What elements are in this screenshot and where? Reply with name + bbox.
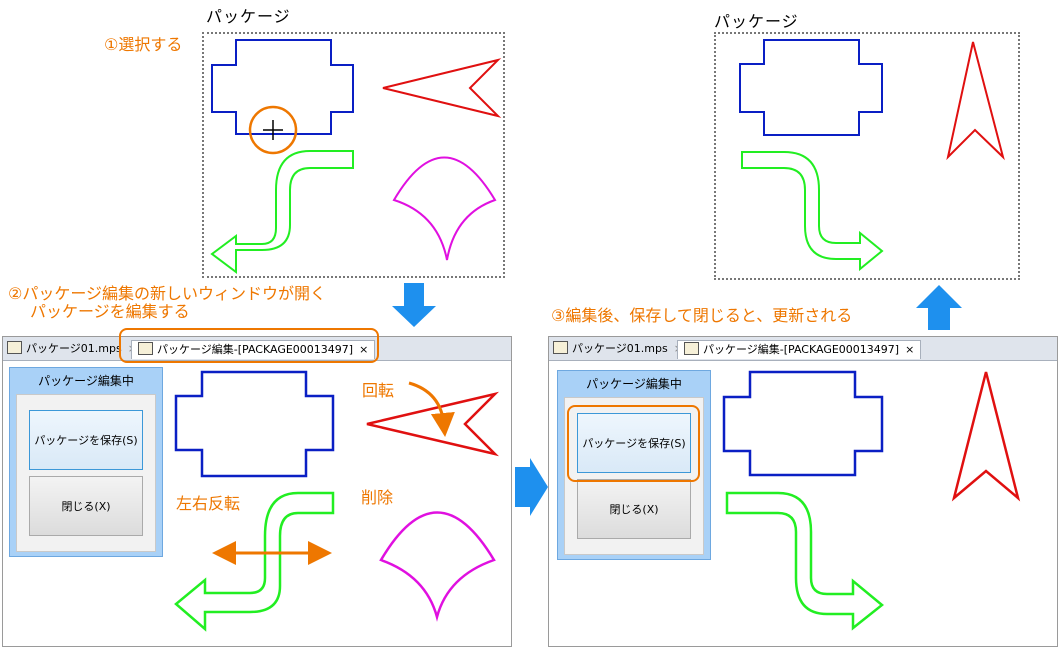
- magenta-fan-shape: [392, 156, 497, 261]
- package-edit-panel: パッケージ編集中 パッケージを保存(S) 閉じる(X): [9, 367, 163, 557]
- magenta-fan-shape: [379, 511, 496, 622]
- save-package-button[interactable]: パッケージを保存(S): [29, 410, 143, 470]
- package-edit-panel: パッケージ編集中 パッケージを保存(S) 閉じる(X): [557, 370, 711, 560]
- blue-cross-shape: [211, 39, 354, 135]
- step2-label-line1: ②パッケージ編集の新しいウィンドウが開く: [8, 284, 327, 303]
- edit-tab-highlight: [119, 328, 379, 363]
- delete-label: 削除: [361, 488, 394, 507]
- edit-window-right: パッケージ01.mps× パッケージ編集-[PACKAGE00013497]× …: [548, 336, 1058, 647]
- panel-title: パッケージ編集中: [38, 374, 134, 388]
- package-box-before: [202, 32, 505, 278]
- package-file-icon: [553, 341, 568, 354]
- step1-label: ①選択する: [104, 35, 183, 54]
- flip-label: 左右反転: [176, 494, 241, 513]
- green-s-arrow-shape: [725, 491, 884, 631]
- tab-bar: パッケージ01.mps× パッケージ編集-[PACKAGE00013497]×: [549, 337, 1057, 361]
- step2-label-line2: パッケージを編集する: [30, 302, 190, 321]
- step3-label: ③編集後、保存して閉じると、更新される: [551, 306, 853, 325]
- blue-cross-shape: [174, 370, 335, 478]
- package-file-icon: [7, 341, 22, 354]
- red-arrowhead-shape: [366, 391, 499, 457]
- panel-title: パッケージ編集中: [586, 377, 682, 391]
- package-edit-icon: [138, 342, 153, 355]
- package-box-after: [714, 32, 1020, 280]
- tab-package-edit[interactable]: パッケージ編集-[PACKAGE00013497]×: [677, 340, 922, 359]
- red-arrowhead-shape: [382, 58, 502, 118]
- tab-close-icon[interactable]: ×: [359, 343, 369, 356]
- crosshair-cursor-icon: [263, 120, 283, 140]
- green-s-arrow-shape: [741, 151, 884, 272]
- package-title-top-left: パッケージ: [206, 7, 291, 26]
- package-title-top-right: パッケージ: [714, 12, 799, 31]
- red-arrowhead-shape: [946, 41, 1005, 161]
- save-button-highlight: [567, 405, 700, 482]
- tab-close-icon[interactable]: ×: [905, 343, 915, 356]
- red-arrowhead-shape: [951, 371, 1021, 502]
- blue-cross-shape: [722, 370, 884, 477]
- package-edit-icon: [684, 342, 699, 355]
- save-package-button[interactable]: パッケージを保存(S): [577, 413, 691, 473]
- tab-bar: パッケージ01.mps× パッケージ編集-[PACKAGE00013497]×: [3, 337, 511, 361]
- tab-package-edit[interactable]: パッケージ編集-[PACKAGE00013497]×: [131, 340, 376, 359]
- rotate-arrow-icon: [408, 381, 455, 437]
- selection-circle: [248, 105, 298, 155]
- blue-cross-shape: [739, 39, 883, 136]
- rotate-label: 回転: [362, 381, 395, 400]
- green-s-arrow-shape: [210, 150, 354, 274]
- close-button[interactable]: 閉じる(X): [577, 479, 691, 539]
- green-s-arrow-shape: [174, 491, 335, 632]
- close-button[interactable]: 閉じる(X): [29, 476, 143, 536]
